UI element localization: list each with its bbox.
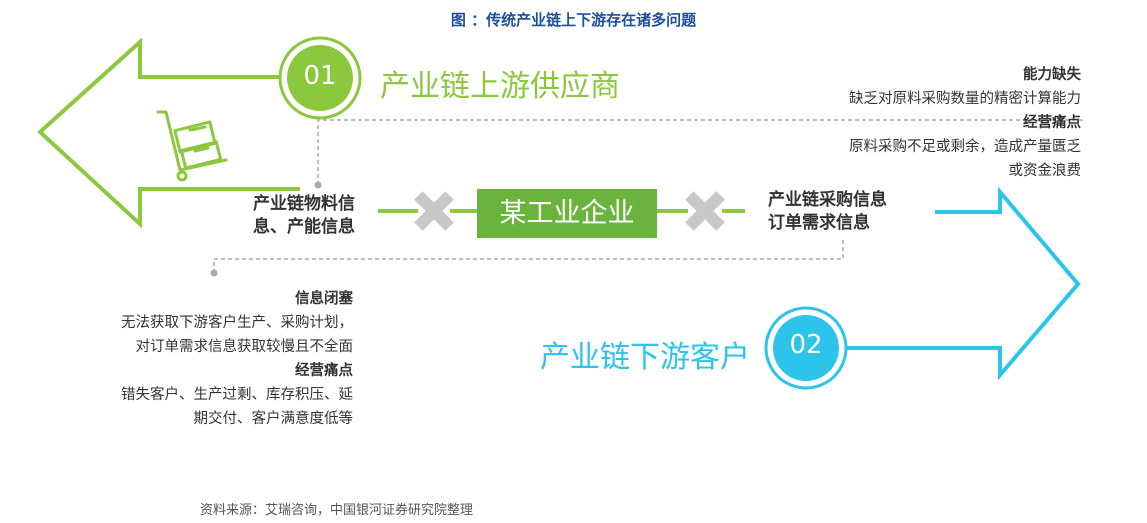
supplier-note-text-2a: 原料采购不足或剩余，造成产量匮乏 bbox=[849, 139, 1081, 155]
customer-notes: 信息闭塞 无法获取下游客户生产、采购计划， 对订单需求信息获取较慢且不全面 经营… bbox=[121, 287, 353, 431]
block-cross-icon bbox=[414, 191, 454, 231]
supplier-note-text-1: 缺乏对原料采购数量的精密计算能力 bbox=[849, 91, 1081, 107]
supplier-label: 产业链上游供应商 bbox=[380, 69, 620, 104]
upstream-info-line1: 产业链物料信 bbox=[253, 194, 355, 214]
customer-number: 02 bbox=[789, 330, 823, 360]
diagram-title: 图 ：传统产业链上下游存在诸多问题 bbox=[450, 11, 697, 29]
customer-note-heading-2: 经营痛点 bbox=[295, 363, 353, 379]
downstream-info-line1: 产业链采购信息 bbox=[768, 190, 887, 210]
downstream-info-label: 产业链采购信息 订单需求信息 bbox=[768, 189, 887, 235]
hand-truck-icon bbox=[156, 110, 228, 182]
supplier-notes: 能力缺失 缺乏对原料采购数量的精密计算能力 经营痛点 原料采购不足或剩余，造成产… bbox=[849, 63, 1081, 183]
supplier-badge bbox=[287, 45, 353, 111]
block-cross-icon bbox=[685, 191, 725, 231]
upstream-info-line2: 息、产能信息 bbox=[253, 217, 355, 237]
supplier-note-heading-1: 能力缺失 bbox=[1023, 67, 1081, 83]
customer-note-text-2b: 期交付、客户满意度低等 bbox=[193, 411, 354, 427]
supplier-note-heading-2: 经营痛点 bbox=[1023, 115, 1081, 131]
customer-note-heading-1: 信息闭塞 bbox=[295, 291, 353, 307]
source-note: 资料来源：艾瑞咨询，中国银河证券研究院整理 bbox=[200, 503, 474, 518]
downstream-info-line2: 订单需求信息 bbox=[768, 213, 870, 233]
customer-leader-dot bbox=[210, 269, 218, 277]
upstream-arrow bbox=[37, 37, 300, 229]
customer-note-text-1a: 无法获取下游客户生产、采购计划， bbox=[121, 315, 353, 331]
downstream-arrow bbox=[845, 186, 1081, 381]
enterprise-box: 某工业企业 bbox=[477, 189, 657, 238]
supplier-leader-line bbox=[317, 119, 1085, 185]
upstream-info-label: 产业链物料信 息、产能信息 bbox=[253, 193, 355, 239]
customer-note-text-2a: 错失客户、生产过剩、库存积压、延 bbox=[121, 387, 353, 403]
supplier-leader-dot bbox=[314, 181, 322, 189]
customer-label: 产业链下游客户 bbox=[540, 340, 750, 375]
customer-badge bbox=[773, 315, 839, 381]
supplier-number: 01 bbox=[303, 61, 337, 91]
customer-note-text-1b: 对订单需求信息获取较慢且不全面 bbox=[135, 339, 354, 355]
customer-leader-line bbox=[213, 240, 844, 273]
supplier-note-text-2b: 或资金浪费 bbox=[1008, 163, 1082, 179]
